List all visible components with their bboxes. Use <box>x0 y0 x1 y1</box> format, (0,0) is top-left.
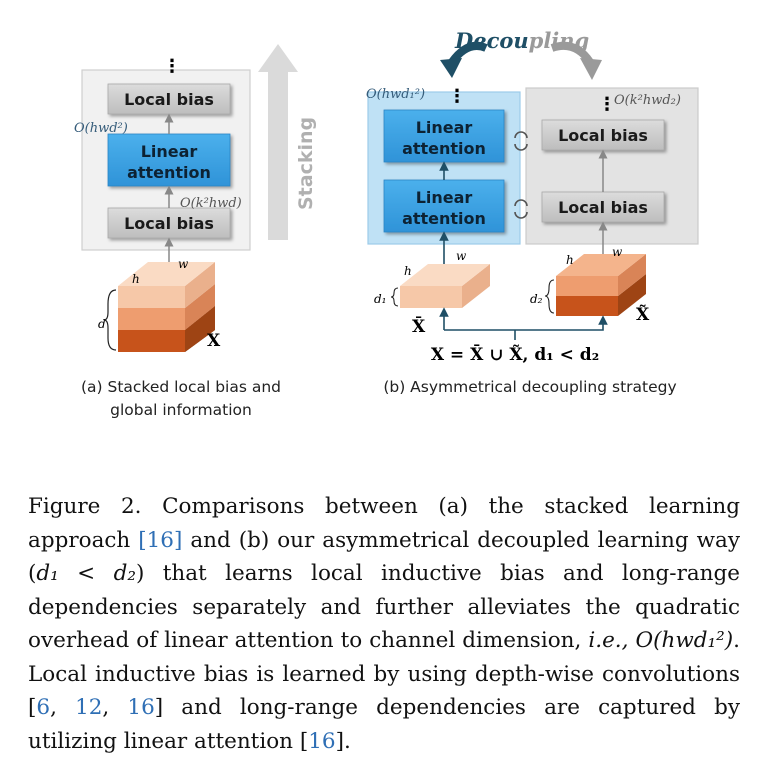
caption-ie: i.e., <box>588 628 629 653</box>
subcaption-a-line2: global information <box>110 401 252 419</box>
vertical-dots-b-right: ⋮ <box>598 94 616 115</box>
complexity-a-top: O(hwd²) <box>74 121 128 136</box>
dim-w-a: w <box>178 257 189 271</box>
linear-attention-label-b-top-line1: Linear <box>416 118 473 137</box>
exchange-icon-bottom <box>514 199 528 219</box>
subcaption-a-line1: (a) Stacked local bias and <box>80 378 282 396</box>
citation-12[interactable]: 12 <box>75 695 103 720</box>
split-arrow-right <box>444 315 608 331</box>
tensor-x-label-a: X <box>207 331 221 351</box>
tensor-x-a <box>118 262 215 352</box>
tensor-x-bar <box>400 264 490 308</box>
citation-6[interactable]: 6 <box>36 695 51 720</box>
caption-text-4: . Local inductive bias is learned by usi… <box>28 628 740 720</box>
caption-text-1: Comparisons between (a) the stacked lear… <box>28 494 740 553</box>
citation-16-c[interactable]: 16 <box>308 728 336 754</box>
panel-a: ⋮ Local bias Linear attention Local bias… <box>74 44 317 352</box>
stacking-label: Stacking <box>295 117 317 210</box>
caption-text-2: and (b) our asymmetrical decoupled learn… <box>28 527 740 587</box>
linear-attention-label-b-top-line2: attention <box>402 139 486 158</box>
linear-attention-label-b-bottom-line1: Linear <box>416 188 473 207</box>
linear-attention-block-b-top <box>383 109 505 163</box>
local-bias-block-top-a <box>107 83 231 115</box>
complexity-b-left: O(hwd₁²) <box>366 87 425 102</box>
linear-attention-label-b-bottom-line2: attention <box>402 209 486 228</box>
exchange-icon-top <box>514 131 528 151</box>
brace-d-a <box>103 289 117 351</box>
subcaption-b: (b) Asymmetrical decoupling strategy <box>383 378 677 396</box>
dim-w-b-left: w <box>456 249 467 263</box>
linear-attention-label-a-line2: attention <box>127 163 211 182</box>
brace-d1 <box>390 287 399 307</box>
dim-h-b-right: h <box>566 253 574 267</box>
caption-sep-1: , <box>50 695 76 720</box>
local-bias-label-b-top: Local bias <box>558 126 648 145</box>
local-bias-label-bottom-a: Local bias <box>124 214 214 233</box>
dim-h-a: h <box>132 272 140 286</box>
tensor-x-tilde-label: X̃ <box>636 305 650 325</box>
vertical-dots-a: ⋮ <box>163 56 181 77</box>
caption-text-3: ) that learns local inductive bias and l… <box>28 561 741 653</box>
tensor-x-bar-label: X̄ <box>412 316 426 337</box>
caption-text-6: ]. <box>335 728 351 754</box>
complexity-b-right: O(k²hwd₂) <box>614 93 681 108</box>
tensor-x-tilde <box>556 254 646 316</box>
local-bias-block-bottom-a <box>107 207 231 239</box>
dim-h-b-left: h <box>404 264 412 278</box>
caption-complexity: O(hwd₁²) <box>628 628 734 653</box>
dim-d1: d₁ <box>374 292 387 306</box>
equation-b: X = X̄ ∪ X̃, d₁ < d₂ <box>431 344 599 365</box>
diagram-canvas: ⋮ Local bias Linear attention Local bias… <box>74 28 699 365</box>
citation-16-b[interactable]: 16 <box>127 695 155 720</box>
local-bias-block-b-top <box>541 119 665 151</box>
subcaption-a: (a) Stacked local bias and global inform… <box>56 376 306 422</box>
vertical-dots-b-left: ⋮ <box>448 86 466 107</box>
local-bias-label-b-bottom: Local bias <box>558 198 648 217</box>
dim-d-a: d <box>98 317 106 331</box>
figure-diagram: ⋮ Local bias Linear attention Local bias… <box>56 28 699 422</box>
decoupling-left-arrow-icon <box>448 41 488 65</box>
citation-16-a[interactable]: [16] <box>138 527 183 553</box>
figure-caption: Figure 2. Comparisons between (a) the st… <box>28 490 740 758</box>
stacking-arrow-icon <box>258 44 298 240</box>
caption-math-d1-d2: d₁ < d₂ <box>36 561 136 586</box>
caption-sep-2: , <box>102 695 128 720</box>
panel-b: Decoupling O(hwd₁²) ⋮ ⋮ O(k²hwd₂) Linear… <box>366 28 699 365</box>
brace-d2 <box>544 279 555 314</box>
linear-attention-label-a-line1: Linear <box>141 142 198 161</box>
decoupling-right-arrow-icon <box>550 41 594 65</box>
local-bias-block-b-bottom <box>541 191 665 223</box>
local-bias-label-top-a: Local bias <box>124 90 214 109</box>
dim-w-b-right: w <box>612 245 623 259</box>
dim-d2: d₂ <box>530 292 543 306</box>
linear-attention-block-b-bottom <box>383 179 505 233</box>
figure-label: Figure 2. <box>28 494 142 519</box>
complexity-a-bottom: O(k²hwd) <box>180 196 242 211</box>
